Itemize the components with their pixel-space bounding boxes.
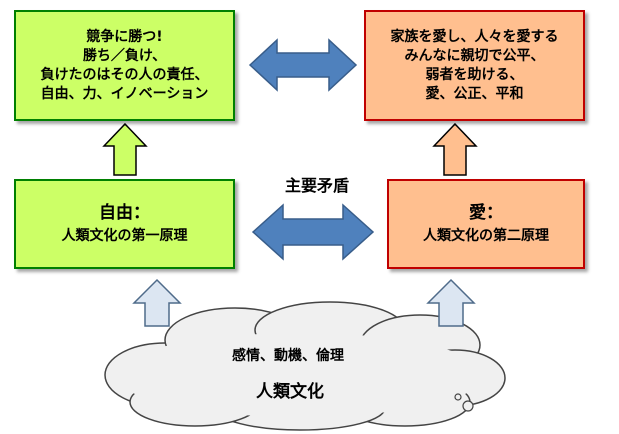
competition-line-3: 負けたのはその人の責任、 bbox=[40, 66, 209, 83]
cloud-core bbox=[115, 333, 485, 417]
freedom-subtitle: 人類文化の第一原理 bbox=[61, 228, 188, 244]
love-box: 愛： 人類文化の第二原理 bbox=[387, 179, 585, 269]
love-line-4: 愛、公正、平和 bbox=[425, 85, 524, 102]
love-line-2: みんなに親切で公平、 bbox=[404, 47, 545, 64]
cloud-human-culture-text: 人類文化 bbox=[256, 382, 324, 402]
competition-line-1: 競争に勝つ! bbox=[86, 28, 163, 45]
love-title: 愛： bbox=[469, 203, 503, 223]
competition-box: 競争に勝つ! 勝ち／負け、 負けたのはその人の責任、 自由、力、イノベーション bbox=[14, 10, 235, 121]
thought-bubble-small bbox=[454, 393, 462, 401]
cloud-to-left-arrow bbox=[132, 278, 182, 327]
right-up-arrow-orange bbox=[432, 122, 478, 176]
middle-double-arrow bbox=[251, 203, 375, 261]
competition-line-4: 自由、力、イノベーション bbox=[40, 85, 209, 102]
freedom-title: 自由： bbox=[99, 203, 150, 223]
left-up-arrow-green bbox=[102, 122, 148, 176]
cloud-emotions-text: 感情、動機、倫理 bbox=[232, 348, 344, 364]
main-contradiction-label: 主要矛盾 bbox=[284, 176, 349, 195]
love-subtitle: 人類文化の第二原理 bbox=[423, 228, 549, 244]
love-values-box: 家族を愛し、人々を愛する みんなに親切で公平、 弱者を助ける、 愛、公正、平和 bbox=[364, 10, 585, 121]
love-line-1: 家族を愛し、人々を愛する bbox=[390, 28, 559, 45]
competition-line-2: 勝ち／負け、 bbox=[82, 47, 167, 64]
love-line-3: 弱者を助ける、 bbox=[425, 66, 524, 83]
thought-bubble-large bbox=[462, 400, 474, 412]
top-double-arrow bbox=[248, 38, 358, 92]
cloud-to-right-arrow bbox=[426, 278, 476, 327]
freedom-box: 自由： 人類文化の第一原理 bbox=[14, 179, 235, 269]
